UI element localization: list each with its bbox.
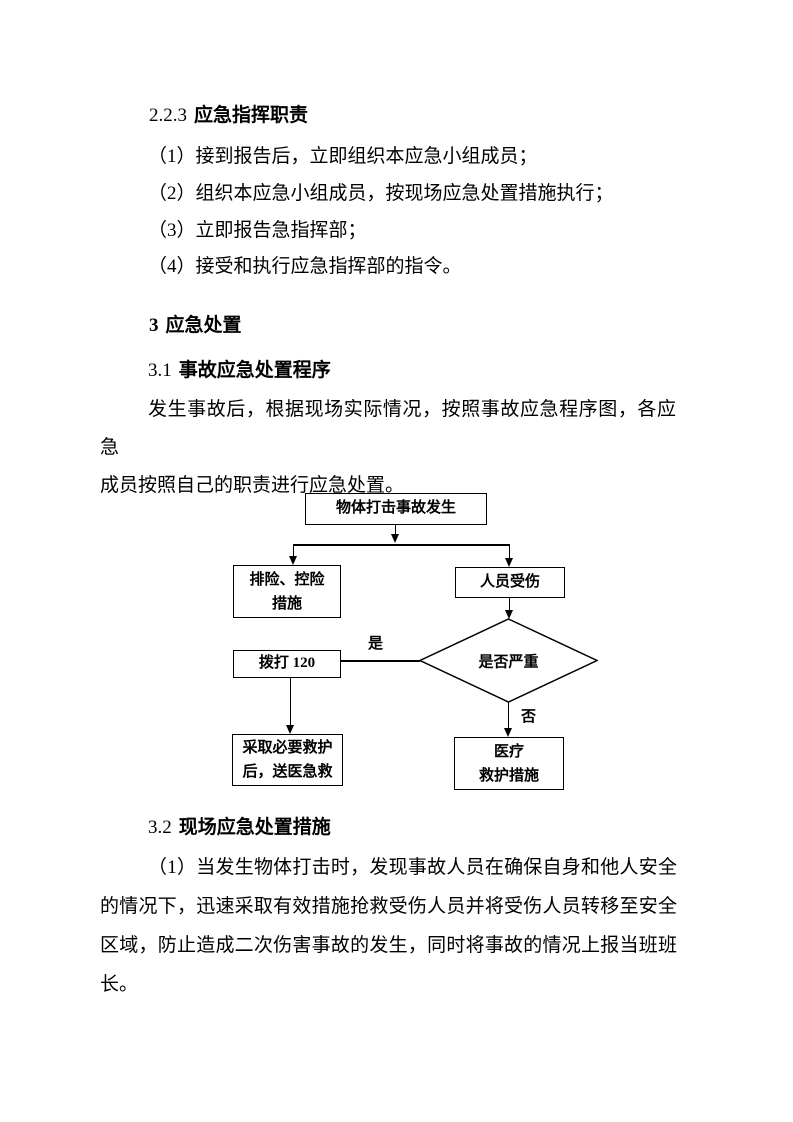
paragraph-line: 发生事故后，根据现场实际情况，按照事故应急程序图，各应急 — [100, 399, 676, 458]
list-item-4: （4）接受和执行应急指挥部的指令。 — [148, 256, 462, 277]
paragraph-3-2: （1）当发生物体打击时，发现事故人员在确保自身和他人安全 的情况下，迅速采取有效… — [100, 848, 677, 1004]
paragraph-line: 长。 — [100, 974, 139, 995]
list-item-2: （2）组织本应急小组成员，按现场应急处置措施执行； — [148, 183, 614, 204]
arrow-down-icon — [390, 534, 399, 543]
flowchart-node-person-injured: 人员受伤 — [455, 567, 565, 598]
node-text-line: 救护措施 — [478, 768, 539, 784]
connector-line — [394, 525, 396, 535]
heading-number: 3 — [149, 315, 159, 336]
heading-number: 3.1 — [148, 360, 172, 381]
arrow-down-icon — [503, 728, 512, 737]
arrow-down-icon — [288, 556, 297, 565]
heading-text: 现场应急处置措施 — [178, 817, 331, 838]
paragraph-line: （1）当发生物体打击时，发现事故人员在确保自身和他人安全 — [148, 857, 677, 878]
heading-text: 应急处置 — [165, 315, 242, 336]
no-label: 否 — [521, 709, 537, 725]
heading-3: 3 应急处置 — [149, 314, 242, 338]
branch-line — [293, 544, 510, 546]
heading-text: 事故应急处置程序 — [178, 360, 331, 381]
heading-3-2: 3.2 现场应急处置措施 — [148, 816, 331, 840]
heading-text: 应急指挥职责 — [194, 105, 309, 126]
node-text-line: 排险、控险 — [249, 572, 325, 588]
paragraph-line: 区域，防止造成二次伤害事故的发生，同时将事故的情况上报当班班 — [100, 935, 677, 956]
yes-label: 是 — [368, 636, 384, 652]
diamond-shape — [418, 618, 599, 703]
node-text-line: 医疗 — [493, 744, 524, 760]
connector-line — [289, 678, 291, 726]
arrow-down-icon — [285, 725, 294, 734]
connector-line — [507, 702, 509, 729]
node-text-line: 采取必要救护 — [242, 740, 333, 756]
decision-text: 是否严重 — [478, 654, 539, 670]
node-text-line: 措施 — [271, 596, 302, 612]
flowchart-decision-severity: 是否严重 — [418, 618, 599, 703]
paragraph-line: 成员按照自己的职责进行应急处置。 — [100, 475, 405, 496]
flowchart-node-call-120: 拨打 120 — [233, 650, 341, 678]
heading-3-1: 3.1 事故应急处置程序 — [148, 359, 331, 383]
flowchart-node-control-measures: 排险、控险 措施 — [233, 565, 341, 618]
paragraph-line: 的情况下，迅速采取有效措施抢救受伤人员并将受伤人员转移至安全 — [100, 896, 677, 917]
arrow-down-icon — [504, 558, 513, 567]
heading-2-2-3: 2.2.3 应急指挥职责 — [149, 104, 308, 128]
connector-line — [508, 598, 510, 611]
connector-line — [508, 544, 510, 559]
arrow-down-icon — [504, 610, 513, 619]
list-item-3: （3）立即报告急指挥部； — [148, 220, 367, 241]
flowchart-node-medical: 医疗 救护措施 — [454, 737, 564, 790]
heading-number: 2.2.3 — [149, 105, 187, 126]
yes-connector-line — [341, 660, 420, 662]
connector-line — [292, 544, 294, 557]
heading-number: 3.2 — [148, 817, 172, 838]
list-item-1: （1）接到报告后，立即组织本应急小组成员； — [148, 146, 538, 167]
paragraph-3-1: 发生事故后，根据现场实际情况，按照事故应急程序图，各应急 成员按照自己的职责进行… — [100, 391, 676, 505]
flowchart-node-rescue: 采取必要救护 后，送医急救 — [232, 734, 343, 786]
node-text-line: 后，送医急救 — [242, 764, 333, 780]
